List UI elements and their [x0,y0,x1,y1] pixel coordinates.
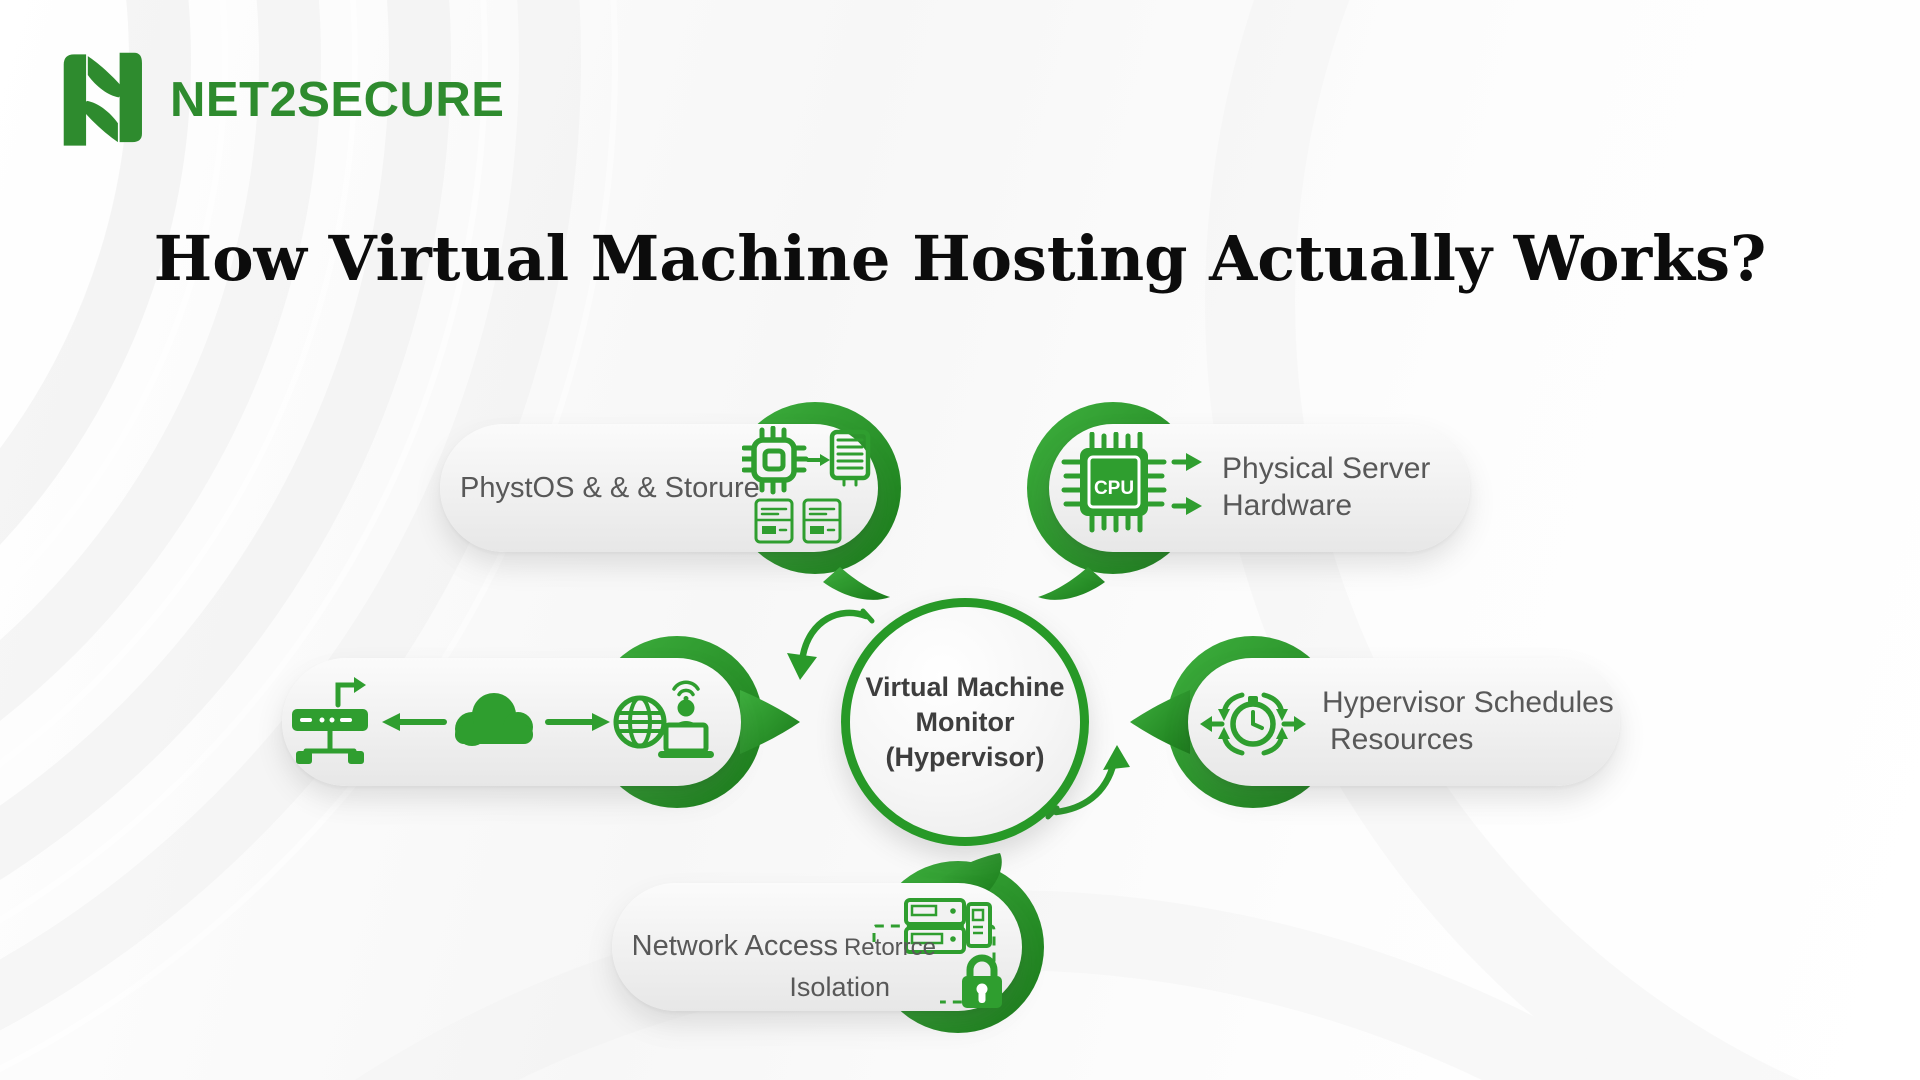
callout-scheduler [1188,658,1620,786]
os-storage-icons [742,426,871,544]
cpu-label: CPU [1094,478,1134,499]
os-storage-label: PhystOS & & & Storure [460,471,760,504]
center-line1: Virtual Machine [865,671,1065,702]
physical-server-label: Physical Server Hardware [1222,450,1430,524]
cloud-icon [455,693,533,746]
isolation-label-small: Retorrce [843,934,936,961]
arrow-right-icon [545,713,610,731]
curved-arrow-right-icon [1045,745,1130,820]
physical-server-line2: Hardware [1222,489,1353,522]
memory-module-icon [829,429,871,487]
page-title: How Virtual Machine Hosting Actually Wor… [153,222,1767,295]
isolated-server-icon [904,898,992,954]
hypervisor-center-node: Virtual Machine Monitor (Hypervisor) [841,598,1089,846]
physical-server-line1: Physical Server [1222,452,1431,485]
user-laptop-wifi-icon [658,680,714,758]
brand-logo: NET2SECURE [62,50,504,150]
physical-server-icons: CPU [1061,432,1202,533]
center-line3: (Hypervisor) [885,741,1045,772]
chip-gear-icon [742,426,809,495]
server-rack-icon [292,677,368,764]
cpu-chip-icon: CPU [1061,432,1167,533]
arrow-left-icon [382,713,447,731]
brand-name: NET2SECURE [170,73,505,127]
double-arrow-icon [1171,453,1202,515]
network-flow-icons [292,677,714,764]
scheduler-line2: Resources [1330,723,1474,756]
isolation-line2: Isolation [789,972,890,1002]
isolation-icons [872,898,1002,1008]
isolation-label-main: Network Access [631,930,838,962]
ssd-chip-icon [802,498,842,544]
padlock-icon [962,954,1002,1008]
globe-icon [613,695,667,749]
n-logo-icon [63,52,142,146]
arrow-right-icon [806,454,830,466]
scheduler-label: Hypervisor Schedules Resources [1322,684,1614,758]
curved-arrow-left-icon [787,608,875,680]
center-line2: Monitor [915,706,1015,737]
ram-chip-icon [754,498,794,544]
scheduler-clock-icon [1200,692,1306,756]
scheduler-line1: Hypervisor Schedules [1322,686,1614,719]
